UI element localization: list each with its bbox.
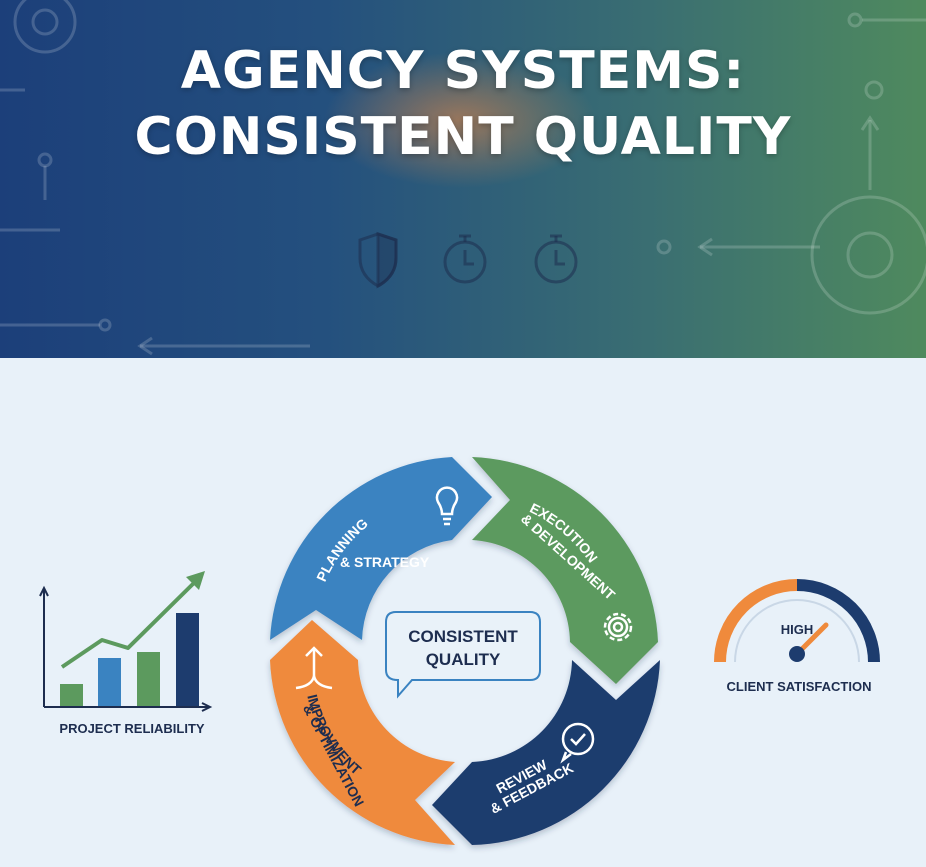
shield-icon xyxy=(358,231,398,289)
center-label-line1: CONSISTENT xyxy=(408,627,518,646)
page-title: AGENCY SYSTEMS: CONSISTENT QUALITY xyxy=(0,38,926,170)
arrow-left-icon xyxy=(137,336,310,356)
reliability-chart: PROJECT RELIABILITY xyxy=(39,571,213,736)
banner-decorations xyxy=(0,0,926,356)
reliability-caption: PROJECT RELIABILITY xyxy=(59,721,205,736)
checkmark-chat-icon xyxy=(560,722,595,764)
arrow-left-icon xyxy=(697,237,820,257)
stopwatch-icon xyxy=(443,234,487,284)
lightbulb-icon xyxy=(435,486,459,526)
title-line-1: AGENCY SYSTEMS: xyxy=(180,41,746,101)
trend-arrowhead xyxy=(186,571,205,590)
stage-label-planning-2: & STRATEGY xyxy=(340,554,430,570)
reliability-bar xyxy=(137,652,160,706)
center-label-line2: QUALITY xyxy=(426,650,501,669)
center-callout: CONSISTENT QUALITY xyxy=(385,611,541,699)
stage-segment-planning xyxy=(270,457,492,640)
stopwatch-icon xyxy=(534,234,578,284)
gauge-hub xyxy=(789,646,805,662)
stage-segment-review xyxy=(432,660,660,845)
reliability-bar xyxy=(176,613,199,706)
satisfaction-caption: CLIENT SATISFACTION xyxy=(727,679,872,694)
svg-text:& STRATEGY: & STRATEGY xyxy=(340,554,430,570)
stage-segment-improvement xyxy=(270,620,455,845)
reliability-bar xyxy=(60,684,83,706)
header-banner: AGENCY SYSTEMS: CONSISTENT QUALITY xyxy=(0,0,926,358)
stage-segment-execution xyxy=(472,457,658,684)
gauge-label: HIGH xyxy=(781,622,814,637)
gear-icon xyxy=(13,0,77,54)
gear-icon xyxy=(603,612,633,642)
banner-glow xyxy=(300,40,620,200)
growth-arrow-icon xyxy=(295,646,333,690)
process-cycle xyxy=(270,457,660,845)
trend-line xyxy=(60,575,202,669)
satisfaction-gauge: HIGH CLIENT SATISFACTION xyxy=(714,579,880,694)
reliability-bar xyxy=(98,658,121,706)
title-line-2: CONSISTENT QUALITY xyxy=(134,107,792,167)
gear-icon xyxy=(810,115,926,315)
